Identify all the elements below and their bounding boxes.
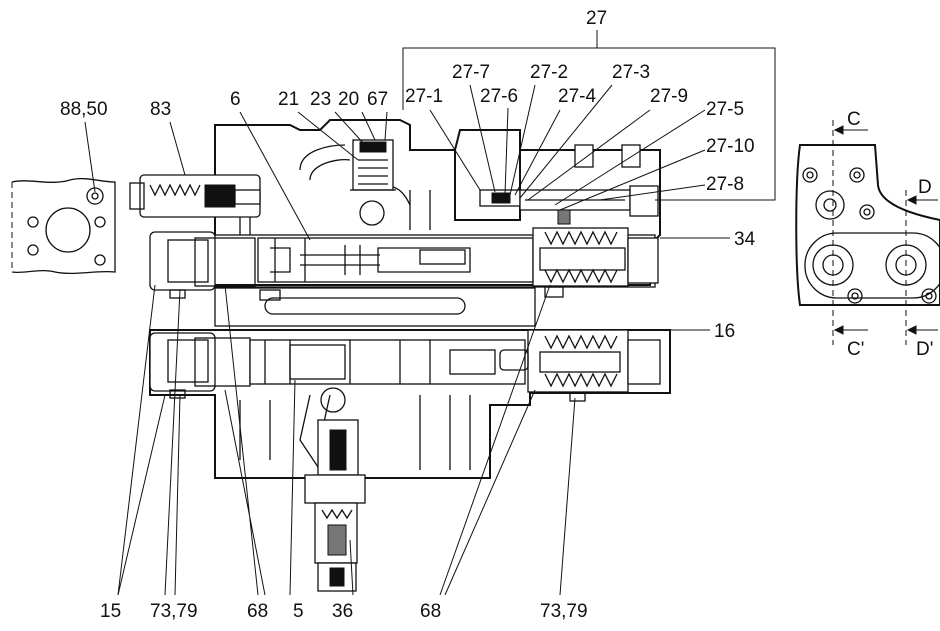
label-73-79-left: 73,79 <box>150 601 198 622</box>
label-27-2: 27-2 <box>530 62 568 83</box>
label-27-6: 27-6 <box>480 86 518 107</box>
label-15: 15 <box>100 601 121 622</box>
part-labels: 27 27-7 27-2 27-3 27-1 27-6 27-4 27-9 27… <box>60 8 933 622</box>
left-port-view <box>11 177 116 275</box>
label-27-4: 27-4 <box>558 86 596 107</box>
label-27-7: 27-7 <box>452 62 490 83</box>
cartridge-27 <box>454 144 659 225</box>
label-20: 20 <box>338 89 359 110</box>
label-27-5: 27-5 <box>706 99 744 120</box>
main-valve-body <box>149 119 671 479</box>
label-27-3: 27-3 <box>612 62 650 83</box>
label-5: 5 <box>293 601 304 622</box>
label-16: 16 <box>714 321 735 342</box>
label-27-8: 27-8 <box>706 174 744 195</box>
label-27: 27 <box>586 8 607 29</box>
label-73-79-right: 73,79 <box>540 601 588 622</box>
label-27-1: 27-1 <box>405 86 443 107</box>
label-23: 23 <box>310 89 331 110</box>
label-C: C <box>847 109 861 130</box>
label-68-left: 68 <box>247 601 268 622</box>
label-34: 34 <box>734 229 756 250</box>
leader-lines <box>84 30 776 596</box>
label-83: 83 <box>150 99 171 120</box>
label-C-prime: C' <box>847 339 864 360</box>
label-67: 67 <box>367 89 388 110</box>
label-D: D <box>918 177 932 198</box>
label-21: 21 <box>278 89 299 110</box>
relief-valve-83 <box>129 174 261 235</box>
label-6: 6 <box>230 89 241 110</box>
label-D-prime: D' <box>916 339 933 360</box>
label-88-50: 88,50 <box>60 99 108 120</box>
bottom-valve-36 <box>304 419 366 592</box>
top-port-plug <box>350 139 396 191</box>
right-section-view <box>795 120 940 345</box>
label-27-10: 27-10 <box>706 136 755 157</box>
label-36: 36 <box>332 601 353 622</box>
label-27-9: 27-9 <box>650 86 688 107</box>
label-68-right: 68 <box>420 601 441 622</box>
